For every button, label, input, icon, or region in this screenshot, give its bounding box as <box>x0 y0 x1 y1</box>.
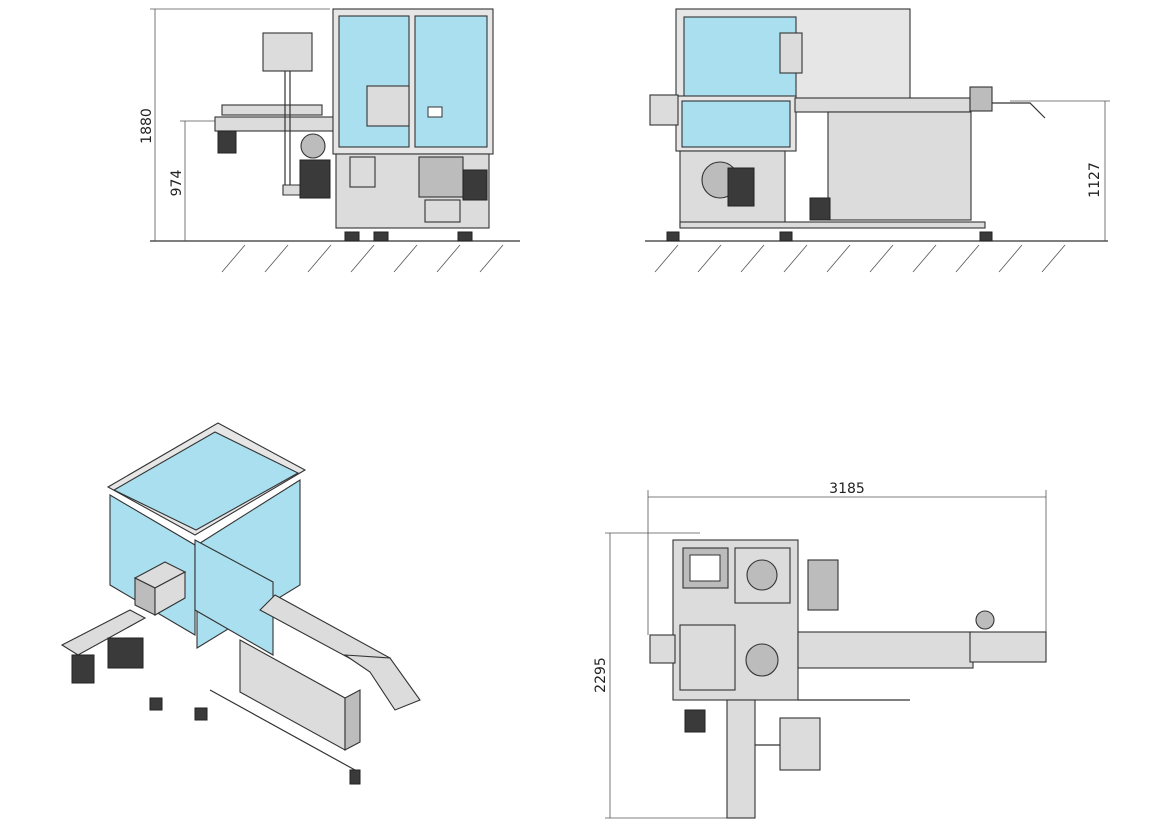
dim-3185: 3185 <box>829 481 865 497</box>
top-view: 3185 2295 <box>593 481 1047 819</box>
isometric-view <box>60 422 421 785</box>
dim-1127: 1127 <box>1087 162 1103 198</box>
side-view: 1127 <box>645 8 1110 273</box>
dim-1880: 1880 <box>139 108 155 144</box>
dim-2295: 2295 <box>593 657 609 693</box>
dim-974: 974 <box>169 170 185 197</box>
front-view: 1880 974 <box>139 8 520 273</box>
